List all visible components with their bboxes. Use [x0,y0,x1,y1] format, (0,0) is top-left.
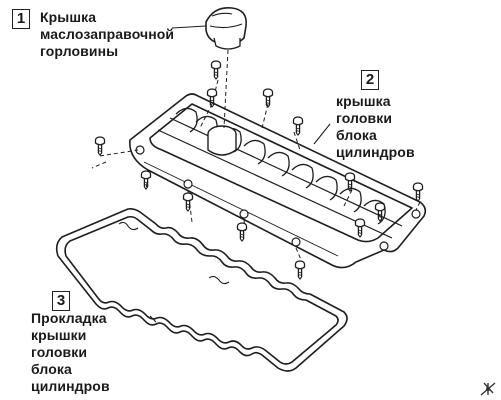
callout-caption: Прокладка крышки головки блока цилиндров [31,310,110,394]
callout-number: 3 [52,291,70,311]
bolt-icon [210,60,222,80]
callout-caption: крышка головки блока цилиндров [336,93,415,160]
cylinder-head-cover [129,93,427,269]
callout-caption: Крышка маслозаправочной горловины [40,9,175,59]
bolt-icon [140,170,152,190]
cylinder-head-cover-gasket [55,208,348,372]
bolt-icon [236,222,248,242]
leader-lines [149,25,331,323]
callout-number: 1 [12,9,30,29]
callout-number: 2 [361,70,379,90]
bolt-icon [412,182,424,202]
bolt-icon [94,136,106,156]
oil-filler-cap [205,6,248,50]
bolt-icon [182,192,194,212]
watermark-logo-icon [480,382,496,396]
bolt-icon [294,260,306,280]
bolt-icon [292,116,304,136]
